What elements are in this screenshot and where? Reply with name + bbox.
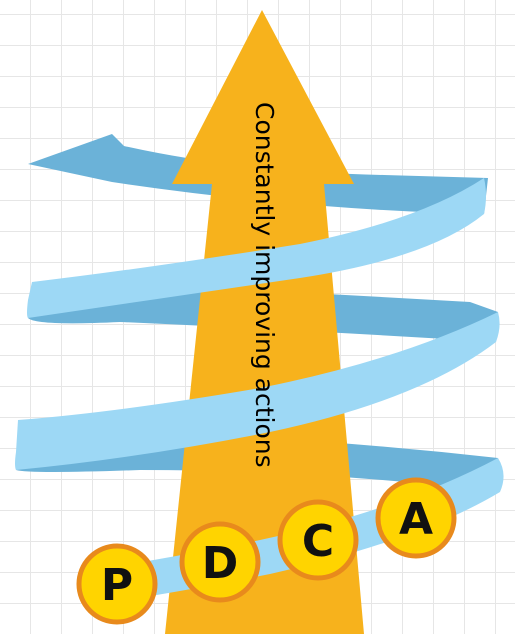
badge-check: C <box>277 499 359 581</box>
badge-plan-letter: P <box>101 560 133 611</box>
upward-arrow <box>165 10 364 634</box>
badge-act-letter: A <box>399 494 433 545</box>
badge-check-letter: C <box>302 516 334 567</box>
badge-act-circle <box>375 477 457 559</box>
arrow-label: Constantly improving actions <box>250 102 279 468</box>
badge-check-circle <box>277 499 359 581</box>
badge-do-letter: D <box>202 538 239 589</box>
badge-do: D <box>179 521 261 603</box>
badge-do-circle <box>179 521 261 603</box>
spiral-front-upper <box>27 178 486 318</box>
pdca-badges: P D C A <box>76 477 457 625</box>
badge-plan: P <box>76 543 158 625</box>
badge-plan-circle <box>76 543 158 625</box>
spiral-front-middle <box>15 312 500 470</box>
badge-act: A <box>375 477 457 559</box>
